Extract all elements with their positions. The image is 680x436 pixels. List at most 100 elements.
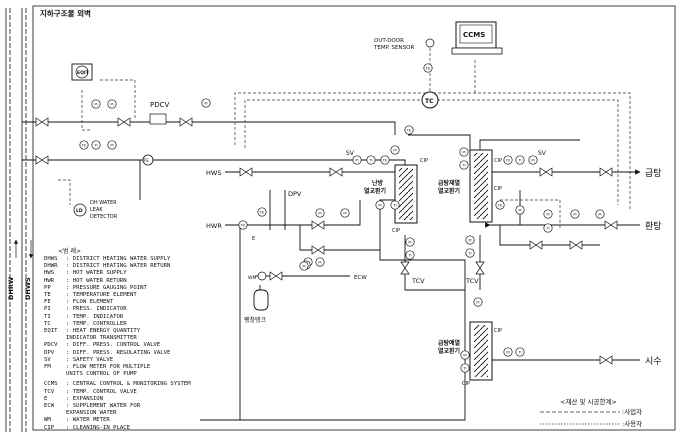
instrument-pi-icon (459, 147, 469, 157)
instrument-tag: PI (318, 212, 321, 216)
legend-abbr: DPV (44, 349, 55, 356)
instrument-te-icon (503, 155, 513, 165)
legend-desc: : FLOW METER FOR MULTIPLE (66, 364, 151, 371)
instrument-tag: PI (506, 351, 509, 355)
leak-detector-label-1: DH WATER (90, 200, 117, 206)
instrument-ti-icon (91, 140, 101, 150)
legend-abbr: EQIT (44, 328, 58, 335)
legend-desc: : DIFF. PRESS. REGULATING VALVE (66, 349, 171, 356)
wm-icon (257, 271, 267, 281)
heat-exchanger-hotwater-reheat (469, 149, 493, 223)
legend-abbr: PI (44, 306, 51, 313)
instrument-tag: TE (425, 67, 431, 71)
instrument-tag: PI (302, 265, 305, 269)
sv-label-1: SV (346, 150, 355, 157)
outlet-return-label: 환탕 (645, 220, 662, 232)
expansion-tank-label: 팽창탱크 (244, 316, 267, 324)
hws-label: HWS (206, 169, 221, 177)
legend-desc: : DISTRICT HEATING WATER RETURN (66, 263, 171, 270)
cip-label-1: CIP (420, 158, 428, 164)
instrument-tag: PI (463, 354, 466, 358)
legend-entry: CCMS: CENTRAL CONTROL & MONITORING SYSTE… (44, 381, 194, 388)
instrument-tag: PI (110, 144, 113, 148)
hx-preheat-label-2: 열교환기 (438, 347, 460, 355)
legend-desc: : CENTRAL CONTROL & MONITORING SYSTEM (66, 381, 191, 388)
boundary-key-operator: :사업자 (622, 407, 642, 416)
instrument-tag: PI (318, 261, 321, 265)
instrument-pi-icon (465, 235, 475, 245)
instrument-pi-icon (352, 155, 362, 165)
legend-abbr: TE (44, 292, 51, 299)
legend-abbr: WM (44, 417, 51, 424)
instrument-pi-icon (390, 145, 400, 155)
instrument-pi-icon (543, 209, 553, 219)
instrument-tag: TI (545, 227, 549, 231)
boundary-key-lines (540, 411, 620, 425)
eqit-label: EQIT (77, 70, 90, 76)
heat-exchanger-heating (394, 164, 418, 224)
legend-abbr: DHWS (44, 256, 58, 262)
legend-entry: ECW: SUPPLEMENT WATER FOR (44, 403, 194, 410)
legend-desc: : TEMPERATURE ELEMENT (66, 292, 137, 299)
ccms-terminal (451, 21, 503, 55)
fe-icon (142, 154, 154, 166)
legend-entry: TE : TEMPERATURE ELEMENT (44, 292, 194, 299)
dpv-label: DPV (288, 190, 302, 198)
instrument-pi-icon (315, 208, 325, 218)
outdoor-sensor-label-1: OUT-DOOR (374, 38, 404, 44)
hx-preheat-label-1: 급탕예열 (438, 339, 461, 347)
instrument-tag: PI (573, 213, 576, 217)
legend-entry: SV: SAFETY VALVE (44, 357, 194, 364)
heat-exchanger-hotwater-preheat (469, 321, 493, 381)
legend-abbr: DHWR (44, 263, 58, 270)
sv-label-2: SV (538, 150, 547, 157)
instrument-pi-icon (503, 347, 513, 357)
instrument-tag: PI (598, 213, 601, 217)
instrument-te-icon (257, 207, 267, 217)
instrument-te-icon (380, 155, 390, 165)
legend-desc: : PRESSURE GAUGING POINT (66, 284, 147, 291)
instrument-tag: TI (93, 144, 97, 148)
instrument-pi-icon (107, 99, 117, 109)
legend-desc: : DISTRICT HEATING WATER SUPPLY (66, 256, 171, 262)
instrument-te-icon (238, 220, 248, 230)
instrument-te-icon (495, 200, 505, 210)
instrument-tag: TI (392, 204, 396, 208)
instrument-pi-icon (570, 209, 580, 219)
legend-desc: : TEMP. CONTROLLER (66, 320, 127, 327)
instrument-tag: TE (505, 159, 511, 163)
legend-entry: DHWR : DISTRICT HEATING WATER RETURN (44, 263, 194, 270)
outdoor-sensor-icon (425, 38, 435, 48)
instrument-tag: TE (382, 159, 388, 163)
instrument-tag: PI (518, 209, 521, 213)
legend-entry: TI: TEMP. INDICATOR (44, 314, 194, 321)
instrument-tag: TE (497, 204, 503, 208)
instrument-ti-icon (543, 223, 553, 233)
instrument-pi-icon (340, 208, 350, 218)
legend: DHWS : DISTRICT HEATING WATER SUPPLY DHWR:… (44, 256, 194, 432)
legend-entry: E: EXPANSION (44, 396, 194, 403)
legend-desc: : WATER METER (66, 417, 110, 424)
instrument-tag: PI (110, 103, 113, 107)
legend-entry: FE: FLOW ELEMENT (44, 299, 194, 306)
legend-abbr: ECW (44, 403, 55, 410)
e-label: E (252, 236, 255, 242)
wm-label: WM (248, 275, 256, 281)
legend-title: <범 례> (58, 248, 82, 255)
instrument-ti-icon (366, 155, 376, 165)
legend-abbr: PDCV (44, 342, 58, 349)
eqit-icon (75, 65, 89, 79)
cip-label-5: CIP (494, 328, 502, 334)
instrument-ti-icon (515, 347, 525, 357)
legend-abbr: HWR (44, 277, 55, 284)
pdcv-label: PDCV (150, 101, 169, 109)
outdoor-sensor-label-2: TEMP. SENSOR (373, 45, 414, 51)
instrument-ti-icon (459, 160, 469, 170)
wall-title: 지하구조물 외벽 (40, 8, 91, 18)
instrument-ti-icon (390, 200, 400, 210)
ecw-label: ECW (354, 275, 367, 281)
instrument-tag: PI (355, 159, 358, 163)
legend-desc: EXPANSION WATER (66, 410, 117, 417)
instrument-te-icon (79, 140, 89, 150)
control-signal-lines (58, 48, 631, 230)
